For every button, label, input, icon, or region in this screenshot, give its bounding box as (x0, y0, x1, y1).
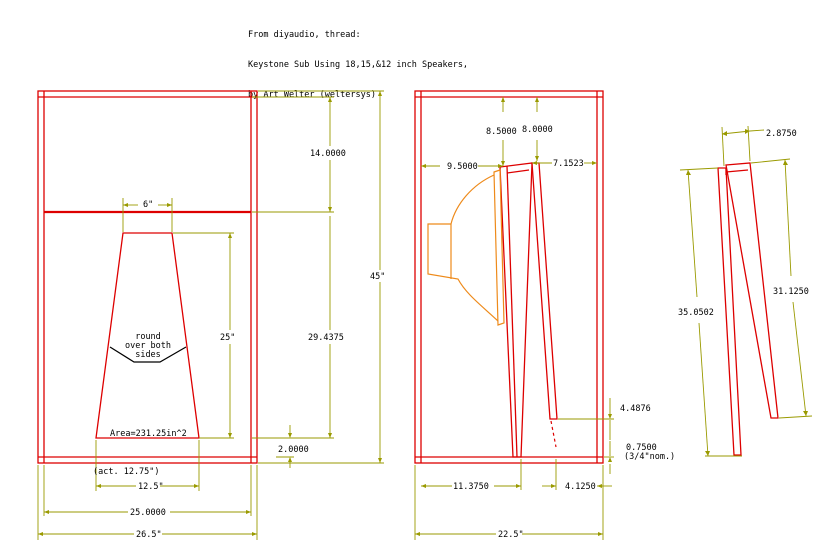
side-view: 8.5000 8.0000 9.5000 7.1523 4.4876 0.750… (414, 90, 675, 540)
panel-cap (725, 169, 749, 173)
note-round-line-3: sides (135, 350, 161, 360)
note-port-area: Area=231.25in^2 (110, 429, 187, 439)
dim-outer-width: 26.5" (136, 530, 162, 540)
note-round-line-1: round (135, 332, 161, 342)
dim-0-75: 0.7500 (626, 443, 657, 453)
sloped-baffles (499, 162, 558, 458)
front-cabinet-outline (37, 90, 258, 464)
dim-port-bottom-actual: (act. 12.75") (93, 467, 160, 477)
driver-basket (427, 174, 499, 322)
panel-dim-lines (679, 125, 813, 457)
dim-port-top-width: 6" (143, 200, 153, 210)
dim-11-375: 11.3750 (453, 482, 489, 492)
front-baffle-inner (506, 165, 518, 458)
driver-flange (493, 169, 505, 326)
port-extension-dashed (550, 420, 557, 448)
panel-arrowheads (686, 129, 808, 456)
side-arrowheads (415, 97, 612, 536)
baffle-cap (506, 169, 530, 174)
side-dim-labels: 8.5000 8.0000 9.5000 7.1523 4.4876 0.750… (447, 125, 675, 540)
header-line-1: From diyaudio, thread: (248, 30, 361, 40)
front-arrowheads (38, 91, 382, 536)
dim-panel-short: 31.1250 (773, 287, 809, 297)
dim-port-height: 25" (220, 333, 235, 343)
dim-bottom-gap: 2.0000 (278, 445, 309, 455)
dim-4-125: 4.1250 (565, 482, 596, 492)
header-line-2: Keystone Sub Using 18,15,&12 inch Speake… (248, 60, 469, 70)
front-dim-lines (37, 90, 384, 540)
front-baffle-board (499, 162, 533, 458)
dim-inner-width: 25.0000 (130, 508, 166, 518)
note-round-line-2: over both (125, 341, 171, 351)
front-view: 6" 14.0000 25" 29.4375 45" 2.0000 (act. … (37, 90, 385, 540)
dim-top-section: 14.0000 (310, 149, 346, 159)
dim-9-5: 9.5000 (447, 162, 478, 172)
panel-dim-labels: 2.8750 35.0502 31.1250 (678, 129, 809, 318)
dim-7-15: 7.1523 (553, 159, 584, 169)
panel-boards (717, 162, 779, 456)
dim-nominal: (3/4"nom.) (624, 452, 675, 462)
rear-baffle-board (531, 162, 558, 420)
dim-total-height: 45" (370, 272, 385, 282)
dim-22-5: 22.5" (498, 530, 524, 540)
dim-panel-long: 35.0502 (678, 308, 714, 318)
panel-short-board (725, 162, 779, 419)
front-outer-panel (37, 90, 258, 464)
dim-port-bottom-width: 12.5" (138, 482, 164, 492)
dim-4-49: 4.4876 (620, 404, 651, 414)
front-dim-labels: 6" 14.0000 25" 29.4375 45" 2.0000 (act. … (93, 149, 385, 540)
dim-8-0: 8.0000 (522, 125, 553, 135)
panel-view: 2.8750 35.0502 31.1250 (678, 125, 813, 457)
dim-lower-section: 29.4375 (308, 333, 344, 343)
header-line-3: by Art Welter (weltersys) (248, 90, 376, 100)
round-over-line (109, 346, 187, 363)
side-cabinet-outline (414, 90, 604, 464)
speaker-driver (427, 169, 505, 326)
side-outer-panel (414, 90, 604, 464)
drawing-header: From diyaudio, thread: Keystone Sub Usin… (248, 10, 468, 110)
side-dim-lines (414, 97, 614, 540)
dim-8-5: 8.5000 (486, 127, 517, 137)
dim-panel-top: 2.8750 (766, 129, 797, 139)
panel-long-board (717, 167, 742, 456)
